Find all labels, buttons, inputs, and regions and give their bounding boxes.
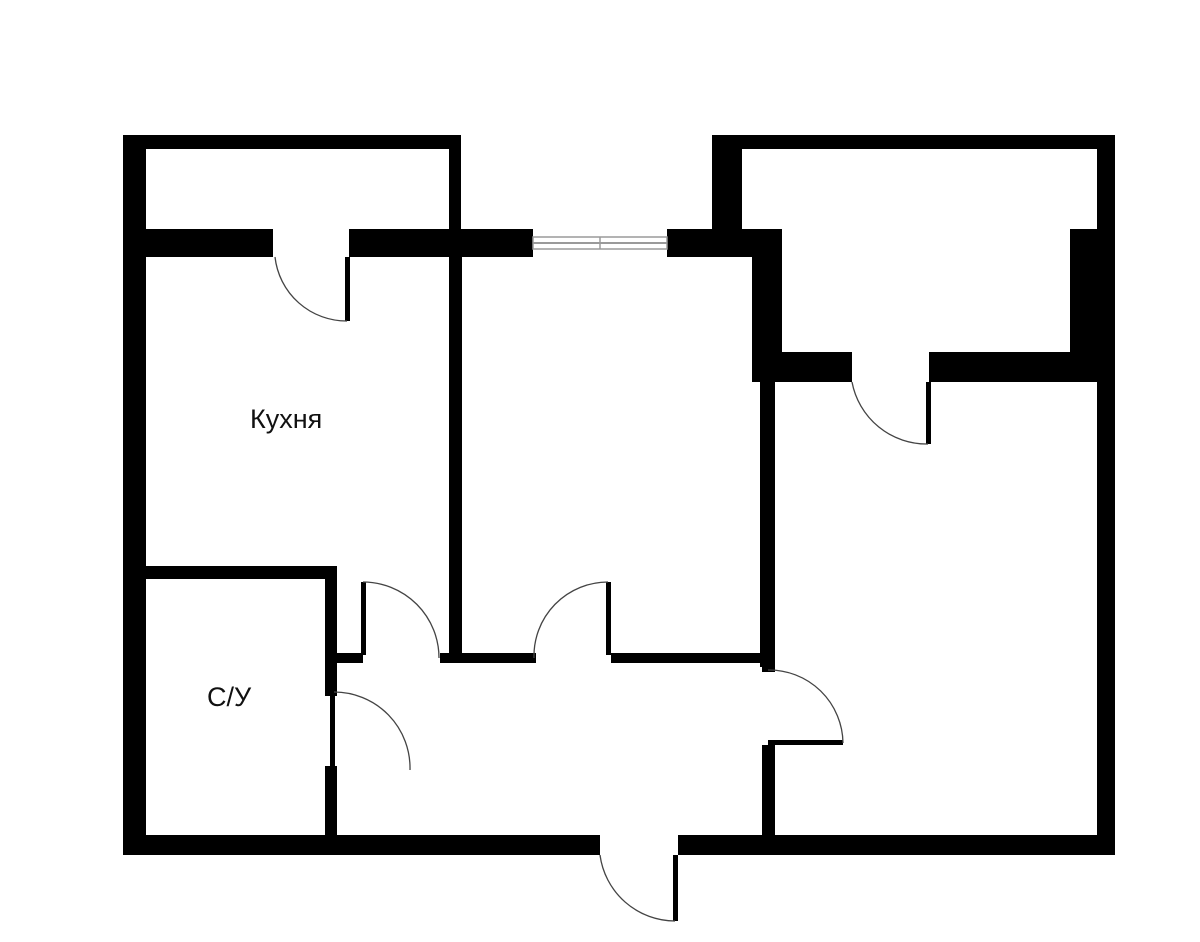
wall-corridor-east-lower (762, 745, 775, 855)
room-label-kitchen: Кухня (250, 404, 323, 434)
wall-left (123, 135, 146, 855)
door-kitchen-loggia (274, 256, 350, 322)
door-bathroom (325, 691, 411, 771)
wall-bottom-left (123, 835, 600, 855)
outer-walls (123, 135, 1115, 855)
door-kitchen (361, 581, 440, 659)
wall-bath-east-upper (325, 566, 337, 692)
interior-walls (123, 229, 1115, 855)
door-entrance (599, 854, 678, 922)
wall-bottom-right (678, 835, 1115, 855)
wall-kitchen-middle (449, 257, 462, 662)
doors (274, 256, 931, 922)
door-rightroom-loggia (851, 381, 931, 445)
wall-loggia-left-side (449, 135, 461, 235)
room-label-bathroom: С/У (207, 682, 252, 712)
wall-bath-east-lower (325, 770, 337, 855)
door-rightroom (762, 667, 844, 745)
wall-top-left (123, 135, 461, 149)
window (532, 236, 668, 250)
wall-kitchen-bath (123, 566, 337, 579)
wall-kitchen-north-a (123, 229, 273, 257)
wall-middle-right (760, 364, 775, 667)
wall-stub (337, 653, 363, 663)
door-middle-room (533, 581, 611, 659)
wall-kitchen-north-b (349, 229, 533, 257)
wall-step-vertical (752, 229, 782, 364)
wall-corridor-north-b (611, 653, 775, 663)
wall-top-right-pier (712, 135, 742, 231)
wall-loggia-right-pier (1070, 229, 1115, 382)
wall-top-right (712, 135, 1115, 149)
wall-corridor-north-a (440, 653, 536, 663)
